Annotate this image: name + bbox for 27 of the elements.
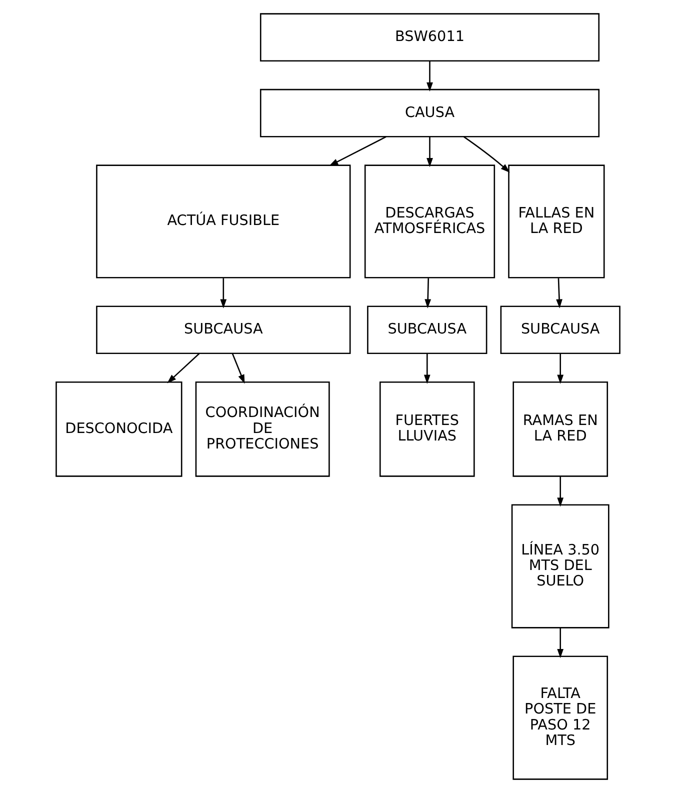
node-box: SUBCAUSA (367, 306, 488, 354)
arrow (557, 628, 564, 658)
arrow (556, 278, 562, 308)
node-box: ACTÚA FUSIBLE (96, 164, 351, 278)
arrow (167, 353, 200, 384)
arrow (424, 278, 432, 308)
arrow (557, 476, 564, 507)
node-box: LÍNEA 3.50 MTS DEL SUELO (511, 504, 610, 628)
arrow (426, 61, 433, 92)
node-box: SUBCAUSA (500, 306, 620, 354)
node-box: COORDINACIÓN DE PROTECCIONES (195, 381, 330, 477)
node-box: DESCARGAS ATMOSFÉRICAS (364, 164, 496, 278)
node-box: DESCONOCIDA (56, 381, 182, 477)
node-box: RAMAS EN LA RED (512, 381, 608, 477)
node-box: CAUSA (260, 88, 600, 138)
arrow (557, 354, 564, 384)
node-box: FALLAS EN LA RED (508, 164, 605, 278)
arrow (232, 353, 245, 384)
arrow (424, 354, 430, 384)
node-box: SUBCAUSA (96, 306, 351, 354)
arrow (329, 136, 386, 166)
node-box: FUERTES LLUVIAS (379, 381, 475, 477)
arrow (220, 278, 227, 308)
arrow (464, 136, 510, 173)
arrow (426, 136, 433, 168)
node-box: BSW6011 (260, 13, 600, 62)
node-box: FALTA POSTE DE PASO 12 MTS (512, 656, 608, 780)
